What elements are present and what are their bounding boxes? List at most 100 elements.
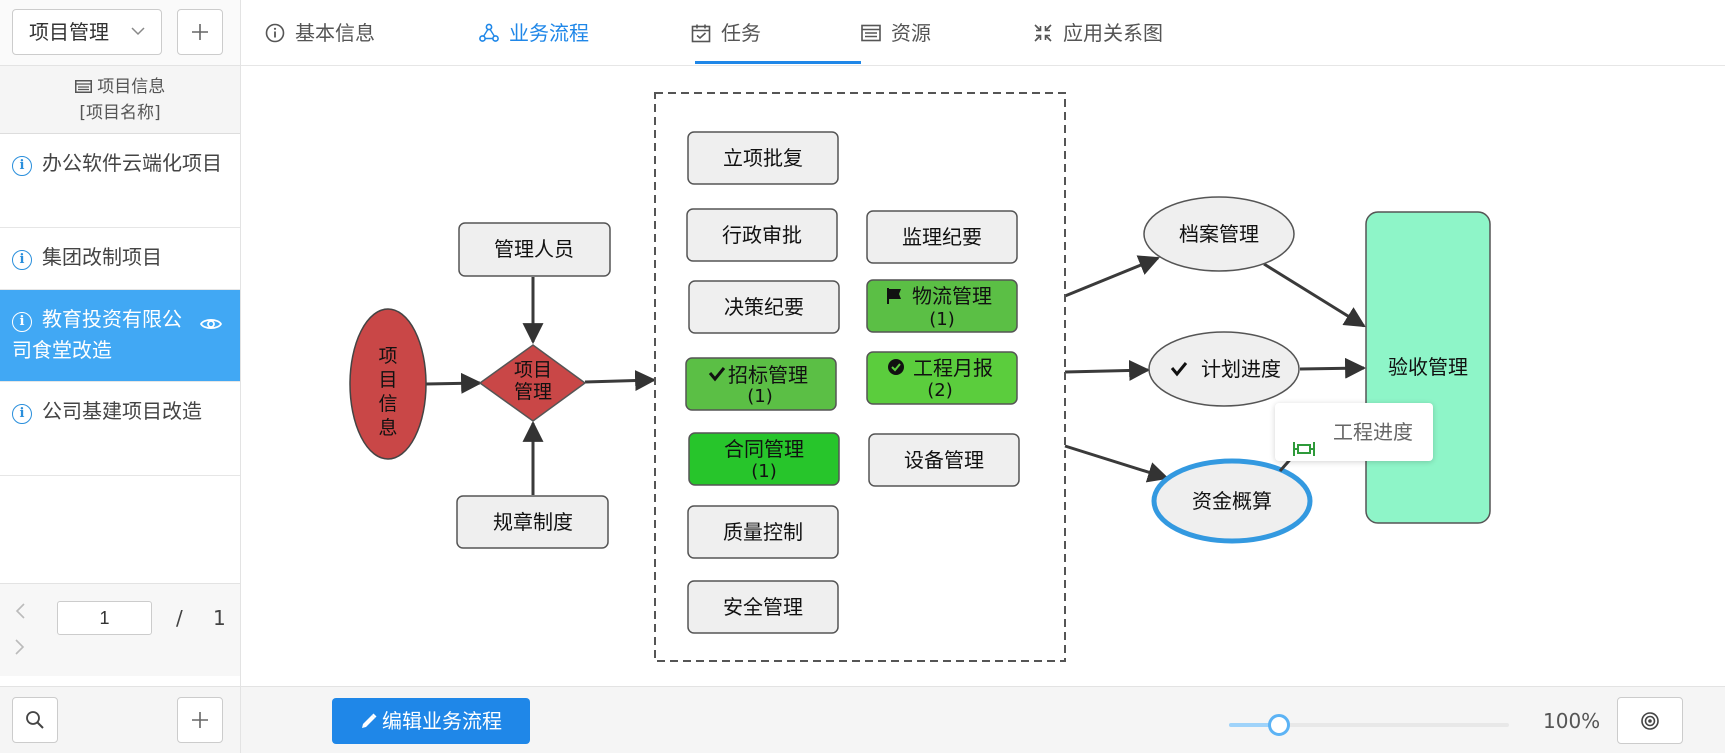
check-circle-icon — [888, 359, 904, 375]
info-icon: i — [12, 312, 32, 332]
flow-node-label: 监理纪要 — [902, 225, 982, 249]
chevron-down-icon — [131, 10, 145, 72]
flow-node-label: 行政审批 — [722, 223, 802, 247]
pencil-icon — [362, 713, 377, 728]
info-icon: i — [12, 250, 32, 270]
flow-node-approval[interactable]: 立项批复 — [687, 131, 839, 185]
tab-label: 基本信息 — [295, 21, 375, 45]
zoom-slider-handle[interactable] — [1268, 714, 1290, 736]
info-icon: i — [12, 156, 32, 176]
tooltip-text: 工程进度 — [1333, 420, 1413, 444]
project-item[interactable]: i 公司基建项目改造 — [0, 382, 240, 476]
flow-node-label: 质量控制 — [723, 520, 803, 544]
tab-tasks[interactable]: 任务 — [691, 0, 761, 66]
tab-basic-info[interactable]: 基本信息 — [265, 0, 375, 66]
flow-node-count: (1) — [751, 461, 777, 482]
flow-node-label: 招标管理 — [728, 363, 808, 387]
flow-node-label: 计划进度 — [1201, 357, 1281, 381]
flow-node-count: (1) — [929, 309, 955, 330]
flow-node-admin-review[interactable]: 行政审批 — [686, 208, 838, 262]
progress-icon — [1292, 422, 1316, 480]
zoom-slider-fill — [1229, 723, 1279, 727]
page-separator: / — [176, 606, 183, 630]
flow-node-safety[interactable]: 安全管理 — [687, 580, 839, 634]
add-button[interactable] — [177, 9, 223, 55]
module-select-value: 项目管理 — [29, 20, 109, 44]
flow-node-project-info[interactable]: 项目信息 — [349, 308, 427, 460]
flow-node-monthly-report[interactable]: 工程月报 (2) — [866, 351, 1018, 405]
flow-node-budget[interactable]: 资金概算 — [1151, 458, 1313, 544]
flow-node-label: 资金概算 — [1192, 489, 1272, 513]
flow-node-logistics[interactable]: 物流管理 (1) — [866, 279, 1018, 333]
tab-label: 业务流程 — [509, 21, 589, 45]
pagination: / 1 — [0, 583, 240, 676]
zoom-level: 100% — [1543, 709, 1601, 733]
info-icon: i — [12, 404, 32, 424]
info-circle-icon — [265, 23, 285, 43]
flow-node-project-management[interactable]: 项目 管理 — [478, 344, 587, 422]
tab-bar: 基本信息 业务流程 任务 资源 应用关系图 — [241, 0, 1725, 66]
shrink-icon — [1034, 24, 1052, 42]
flow-node-schedule[interactable]: 计划进度 — [1148, 331, 1300, 407]
module-select[interactable]: 项目管理 — [12, 9, 162, 55]
tab-label: 资源 — [891, 21, 931, 45]
bottom-toolbar: 编辑业务流程 100% — [241, 686, 1725, 753]
flow-node-decision-minutes[interactable]: 决策纪要 — [688, 280, 840, 334]
search-icon — [26, 711, 44, 729]
project-item-label: 教育投资有限公司食堂改造 — [12, 307, 182, 362]
eye-icon[interactable] — [199, 310, 223, 341]
sidebar-header: 项目管理 — [0, 0, 240, 66]
add-project-button[interactable] — [177, 697, 223, 743]
flow-node-label: 物流管理 — [912, 284, 992, 308]
project-name-label: [项目名称] — [79, 103, 161, 123]
flow-node-contract[interactable]: 合同管理 (1) — [688, 432, 840, 486]
page-total: 1 — [213, 606, 226, 630]
flow-node-label: 管理 — [514, 381, 552, 403]
next-page-icon[interactable] — [14, 638, 26, 661]
zoom-slider[interactable] — [1229, 714, 1509, 736]
active-tab-indicator — [695, 61, 861, 64]
calendar-check-icon — [691, 24, 711, 43]
tab-business-flow[interactable]: 业务流程 — [479, 0, 589, 66]
hover-tooltip: 工程进度 — [1275, 403, 1433, 461]
flow-node-equipment[interactable]: 设备管理 — [868, 433, 1020, 487]
flow-node-label: 管理人员 — [494, 237, 574, 261]
flow-node-managers[interactable]: 管理人员 — [458, 222, 611, 277]
project-item-label: 集团改制项目 — [42, 245, 162, 269]
flow-node-label: 决策纪要 — [724, 295, 804, 319]
flow-node-label: 项目 — [514, 359, 552, 381]
flow-node-supervision[interactable]: 监理纪要 — [866, 210, 1018, 264]
flow-node-label: 立项批复 — [723, 146, 803, 170]
tab-resources[interactable]: 资源 — [861, 0, 931, 66]
flow-node-label: 验收管理 — [1388, 355, 1468, 379]
project-info-header: 项目信息 [项目名称] — [0, 66, 240, 134]
prev-page-icon[interactable] — [14, 602, 26, 625]
flow-connectors — [425, 255, 1367, 495]
flow-icon — [479, 23, 499, 42]
checkmark-icon — [708, 367, 726, 382]
flow-node-label: 设备管理 — [904, 448, 984, 472]
sidebar-footer — [0, 686, 240, 753]
flow-node-acceptance[interactable]: 验收管理 — [1365, 211, 1491, 524]
tab-app-relation[interactable]: 应用关系图 — [1033, 0, 1163, 66]
tab-label: 应用关系图 — [1063, 21, 1163, 45]
center-view-button[interactable] — [1617, 697, 1683, 744]
project-item[interactable]: i 集团改制项目 — [0, 228, 240, 290]
flow-node-regulations[interactable]: 规章制度 — [456, 495, 609, 549]
flow-node-quality[interactable]: 质量控制 — [687, 505, 839, 559]
plus-icon — [192, 712, 208, 728]
flow-canvas[interactable]: 项目信息 项目 管理 管理人员 规章制度 立项批复 行政审批 — [241, 66, 1725, 686]
project-item-label: 公司基建项目改造 — [42, 399, 202, 423]
tab-label: 任务 — [721, 21, 761, 45]
flow-node-archives[interactable]: 档案管理 — [1143, 196, 1295, 272]
flow-node-label: 安全管理 — [723, 595, 803, 619]
edit-flow-button[interactable]: 编辑业务流程 — [332, 698, 530, 744]
card-icon — [74, 77, 97, 97]
target-icon — [1641, 711, 1659, 730]
flow-node-bidding[interactable]: 招标管理 (1) — [685, 357, 837, 411]
search-button[interactable] — [12, 697, 58, 743]
flow-node-label: 工程月报 — [913, 356, 993, 380]
page-input[interactable] — [57, 601, 152, 635]
